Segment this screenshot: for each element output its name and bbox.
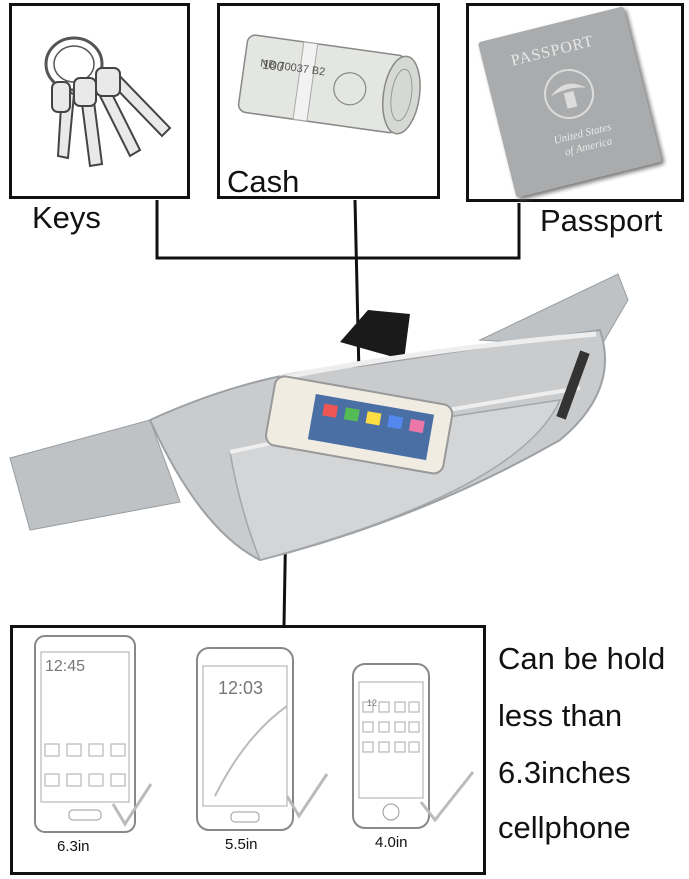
caption-line-1: Can be hold (498, 641, 666, 676)
waist-bag-image (9, 273, 629, 562)
passport-image: PASSPORT United States of America (477, 6, 663, 198)
phone-3-size-label: 4.0in (375, 834, 408, 851)
passport-box: PASSPORT United States of America (466, 3, 684, 202)
phone-5-5in-icon (196, 647, 329, 831)
keys-label: Keys (32, 200, 101, 235)
caption-line-2: less than (498, 698, 623, 733)
keys-box (9, 3, 190, 199)
caption-line-4: cellphone (498, 810, 631, 845)
phone-1-time: 12:45 (45, 658, 86, 675)
phone-2-time: 12:03 (218, 678, 264, 698)
phone-3-time: 12 (367, 698, 378, 708)
phones-box: 12:45 6.3in 12:03 5.5in 12 4.0in (10, 625, 486, 875)
eagle-seal-icon (544, 68, 595, 119)
cash-box: 100 NB 70037 B2 Cash (217, 3, 440, 199)
phone-4-0in-icon (352, 663, 475, 829)
svg-text:100: 100 (261, 56, 285, 74)
cash-roll-image: 100 (237, 34, 421, 135)
cash-label: Cash (227, 164, 300, 199)
caption-line-3: 6.3inches (498, 755, 631, 790)
phone-1-size-label: 6.3in (57, 838, 90, 855)
phone-6-3in-icon (34, 635, 153, 833)
passport-label: Passport (540, 203, 663, 238)
keys-icon (44, 36, 172, 168)
phone-2-size-label: 5.5in (225, 836, 258, 853)
